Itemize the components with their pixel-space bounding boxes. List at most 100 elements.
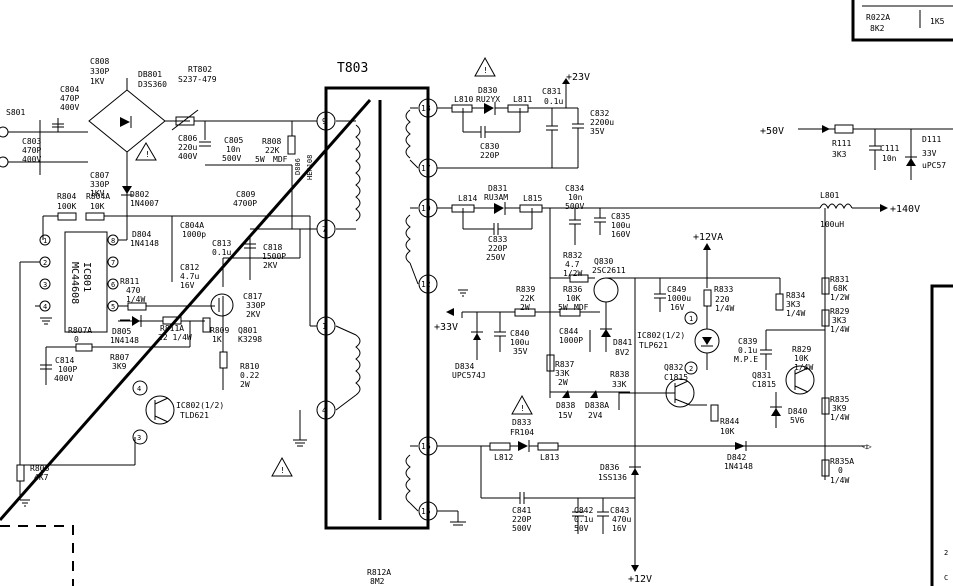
svg-text:MDF: MDF — [574, 303, 589, 312]
svg-text:FR104: FR104 — [510, 428, 534, 437]
svg-text:8V2: 8V2 — [615, 348, 630, 357]
svg-text:2V4: 2V4 — [588, 411, 603, 420]
svg-text:HER108: HER108 — [306, 155, 314, 180]
svg-text:100u: 100u — [510, 338, 529, 347]
svg-text:50V: 50V — [574, 524, 589, 533]
svg-text:1/4W: 1/4W — [794, 363, 813, 372]
svg-text:1SS136: 1SS136 — [598, 473, 627, 482]
svg-text:330P: 330P — [90, 180, 109, 189]
svg-text:1/4W: 1/4W — [830, 476, 849, 485]
svg-text:0: 0 — [74, 335, 79, 344]
svg-text:D831: D831 — [488, 184, 507, 193]
svg-text:4.7u: 4.7u — [180, 272, 199, 281]
svg-text:TLD621: TLD621 — [180, 411, 209, 420]
svg-text:100K: 100K — [57, 202, 76, 211]
svg-text:C818: C818 — [263, 243, 282, 252]
svg-text:D3S360: D3S360 — [138, 80, 167, 89]
svg-text:R804A: R804A — [86, 192, 110, 201]
svg-text:C803: C803 — [22, 137, 41, 146]
svg-text:IC801: IC801 — [81, 262, 92, 292]
svg-text:C812: C812 — [180, 263, 199, 272]
svg-text:C844: C844 — [559, 327, 578, 336]
svg-text:2W: 2W — [520, 303, 530, 312]
svg-text:R811: R811 — [120, 277, 139, 286]
svg-text:C831: C831 — [542, 87, 561, 96]
transformer-t803: T803 9 7 1 4 18 17 10 12 16 15 — [0, 61, 438, 530]
svg-text:D842: D842 — [727, 453, 746, 462]
s801-label: S801 — [6, 108, 25, 117]
svg-text:10K: 10K — [566, 294, 581, 303]
svg-text:R837: R837 — [555, 360, 574, 369]
svg-text:D805: D805 — [112, 327, 131, 336]
svg-text:160V: 160V — [611, 230, 630, 239]
warning-icon — [511, 394, 533, 415]
svg-text:2: 2 — [689, 365, 693, 373]
svg-text:1N4148: 1N4148 — [724, 462, 753, 471]
svg-text:2KV: 2KV — [246, 310, 261, 319]
rail-12va-label: +12VA — [693, 232, 723, 243]
svg-text:220P: 220P — [512, 515, 531, 524]
svg-text:1/4W: 1/4W — [830, 325, 849, 334]
svg-text:L811: L811 — [513, 95, 532, 104]
svg-text:C834: C834 — [565, 184, 584, 193]
rail-12v-label: +12V — [628, 574, 652, 585]
svg-text:!: ! — [520, 404, 525, 413]
svg-text:R811A: R811A — [160, 324, 184, 333]
svg-text:RU3AM: RU3AM — [484, 193, 508, 202]
svg-text:500V: 500V — [565, 202, 584, 211]
svg-text:100P: 100P — [58, 365, 77, 374]
svg-text:500V: 500V — [222, 154, 241, 163]
svg-text:C1815: C1815 — [752, 380, 776, 389]
svg-text:L813: L813 — [540, 453, 559, 462]
svg-text:D806: D806 — [294, 158, 302, 175]
svg-text:D111: D111 — [922, 135, 941, 144]
transformer-core-left — [0, 99, 372, 521]
svg-text:RU2YX: RU2YX — [476, 95, 500, 104]
svg-text:R829: R829 — [830, 307, 849, 316]
svg-text:Q830: Q830 — [594, 257, 613, 266]
svg-text:330P: 330P — [246, 301, 265, 310]
svg-text:470P: 470P — [60, 94, 79, 103]
svg-text:R835A: R835A — [830, 457, 854, 466]
svg-text:R812A: R812A — [367, 568, 391, 577]
svg-text:C814: C814 — [55, 356, 74, 365]
svg-text:MC44608: MC44608 — [69, 262, 80, 304]
svg-text:R839: R839 — [516, 285, 535, 294]
svg-text:500V: 500V — [512, 524, 531, 533]
svg-text:R809: R809 — [210, 326, 229, 335]
svg-text:0.1u: 0.1u — [544, 97, 563, 106]
svg-text:R833: R833 — [714, 285, 733, 294]
warning-icon — [271, 456, 293, 477]
svg-text:7: 7 — [322, 225, 327, 234]
svg-text:UPC574J: UPC574J — [452, 371, 486, 380]
svg-text:!: ! — [280, 466, 285, 475]
svg-text:R807: R807 — [110, 353, 129, 362]
svg-text:Q832: Q832 — [664, 363, 683, 372]
svg-text:R111: R111 — [832, 139, 851, 148]
svg-text:4: 4 — [322, 406, 327, 415]
svg-text:2W: 2W — [240, 380, 250, 389]
svg-text:R832: R832 — [563, 251, 582, 260]
svg-text:22 1/4W: 22 1/4W — [158, 333, 192, 342]
svg-text:1KV: 1KV — [90, 189, 105, 198]
svg-text:12: 12 — [421, 280, 431, 289]
svg-text:2: 2 — [43, 259, 47, 267]
svg-text:C817: C817 — [243, 292, 262, 301]
svg-text:250V: 250V — [486, 253, 505, 262]
svg-text:17: 17 — [421, 164, 431, 173]
svg-text:1/2W: 1/2W — [830, 293, 849, 302]
svg-text:470: 470 — [126, 286, 141, 295]
svg-text:1500P: 1500P — [262, 252, 286, 261]
svg-text:100u: 100u — [611, 221, 630, 230]
svg-text:D840: D840 — [788, 407, 807, 416]
svg-text:L815: L815 — [523, 194, 542, 203]
svg-text:C804A: C804A — [180, 221, 204, 230]
svg-text:4: 4 — [137, 385, 141, 393]
svg-text:R831: R831 — [830, 275, 849, 284]
svg-text:1/4W: 1/4W — [715, 304, 734, 313]
transistor-q830 — [593, 277, 619, 303]
svg-text:R838: R838 — [610, 370, 629, 379]
